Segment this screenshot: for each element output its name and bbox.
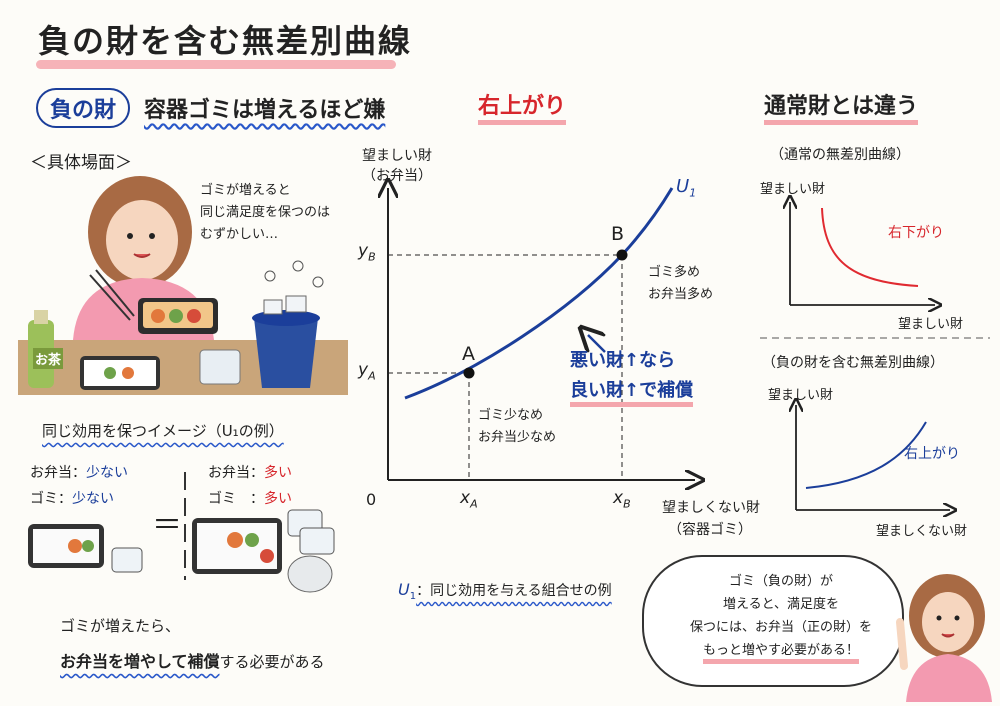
indifference-curve-u1	[404, 187, 674, 400]
face	[106, 200, 178, 280]
point-b-marker	[616, 249, 628, 261]
left-heading: 容器ゴミは増えるほど嫌	[144, 92, 385, 124]
normal-y-label: 望ましい財	[760, 182, 826, 197]
callout-line-2: 良い財↑で補償	[570, 380, 694, 407]
left-trash-label: ゴミ：	[30, 491, 72, 507]
tick-xa: xA	[460, 488, 478, 510]
tick-ya-sub: A	[368, 369, 376, 383]
negative-curve	[805, 421, 927, 489]
normal-x-label: 望ましい財	[898, 317, 964, 332]
left-heading-text: 容器ゴミは増えるほど嫌	[144, 98, 386, 123]
right-heading: 通常財とは違う	[764, 88, 919, 125]
left-trash-value: 少ない	[72, 491, 114, 507]
y-axis-label-line1: 望ましい財	[362, 148, 432, 164]
x-axis-label-line2: （容器ゴミ）	[668, 522, 752, 538]
point-a-note-1: ゴミ少なめ	[478, 408, 544, 423]
point-a-note: ゴミ少なめ お弁当少なめ	[478, 405, 556, 449]
negative-curve-title: （負の財を含む無差別曲線）	[762, 355, 944, 371]
thought-text: ゴミが増えると 同じ満足度を保つのは むずかしい…	[200, 180, 330, 246]
origin-label: 0	[366, 490, 377, 509]
curve-u1-label: U1	[676, 176, 696, 200]
bubble-line-4: もっと増やす必要がある！	[702, 643, 859, 664]
point-b-label: B	[611, 223, 625, 245]
point-b-note-2: お弁当多め	[648, 287, 714, 302]
bubble-line-1: ゴミ（負の財）が	[728, 574, 833, 589]
legend-u-letter: U	[398, 580, 410, 599]
point-b-note-1: ゴミ多め	[648, 265, 701, 280]
normal-curve-label: 右下がり	[888, 225, 944, 241]
legend-u-sub: 1	[409, 590, 417, 602]
bubble-line-3: 保つには、お弁当（正の財）を	[689, 620, 872, 635]
callout-line-1: 悪い財↑なら	[570, 350, 676, 371]
speech-bubble	[642, 555, 904, 687]
left-bento-label: お弁当：	[30, 465, 86, 481]
thought-line-1: ゴミが増えると	[200, 183, 291, 198]
compensation-callout: 悪い財↑なら 良い財↑で補償	[570, 346, 694, 407]
utility-image-caption-text: 同じ効用を保つイメージ（U₁の例）	[42, 422, 284, 440]
right-heading-text: 通常財とは違う	[764, 94, 919, 125]
curve-u1-sub: 1	[689, 186, 697, 200]
eating-scene-illustration	[18, 176, 348, 395]
bubble-line-2: 増えると、満足度を	[722, 597, 840, 612]
center-heading: 右上がり	[478, 88, 567, 125]
tick-xb: xB	[613, 488, 631, 510]
point-a-marker	[463, 367, 475, 379]
left-bento-value: 少ない	[86, 465, 128, 481]
left-case-labels: お弁当：少ない ゴミ：少ない	[30, 460, 128, 512]
y-axis-label-line2: （お弁当）	[362, 168, 432, 184]
right-trash-value: 多い	[264, 491, 292, 507]
page-title: 負の財を含む無差別曲線	[38, 22, 413, 60]
legend-text: ：同じ効用を与える組合せの例	[416, 583, 612, 599]
negative-y-label: 望ましい財	[768, 388, 834, 403]
tick-yb-letter: y	[358, 241, 369, 261]
tick-ya: yA	[358, 360, 376, 382]
point-a-note-2: お弁当少なめ	[478, 430, 557, 445]
point-a-label: A	[462, 343, 475, 365]
scene-label: ＜具体場面＞	[30, 153, 132, 173]
curve-u1-letter: U	[676, 176, 690, 197]
x-axis-label: 望ましくない財 （容器ゴミ）	[662, 497, 760, 541]
presenter-illustration	[896, 574, 992, 702]
negative-curve-label: 右上がり	[904, 446, 960, 462]
right-bento-value: 多い	[264, 465, 292, 481]
center-heading-text: 右上がり	[478, 94, 567, 125]
conclusion-tail: する必要がある	[219, 653, 325, 671]
tick-xb-letter: x	[613, 488, 624, 508]
normal-curve-title: （通常の無差別曲線）	[770, 147, 910, 163]
right-case-labels: お弁当：多い ゴミ ：多い	[208, 460, 292, 512]
upward-indifference-curve-chart	[350, 140, 730, 550]
normal-curve	[821, 207, 919, 287]
tick-ya-letter: y	[358, 360, 369, 380]
bento-comparison-illustration	[28, 472, 335, 593]
conclusion-line-1: ゴミが増えたら、	[60, 617, 181, 635]
equals-sign: ＝	[152, 508, 182, 543]
u1-legend: U1：同じ効用を与える組合せの例	[398, 580, 612, 602]
utility-image-caption: 同じ効用を保つイメージ（U₁の例）	[42, 420, 284, 441]
tick-xa-sub: A	[470, 497, 478, 511]
y-axis-label: 望ましい財 （お弁当）	[362, 146, 432, 186]
speech-bubble-text: ゴミ（負の財）が 増えると、満足度を 保つには、お弁当（正の財）を もっと増やす…	[676, 570, 886, 664]
right-bento-label: お弁当：	[208, 465, 264, 481]
negative-x-label: 望ましくない財	[876, 524, 968, 539]
tea-label: お茶	[33, 348, 64, 369]
tick-xa-letter: x	[460, 488, 471, 508]
right-trash-label: ゴミ ：	[208, 491, 264, 507]
negative-good-badge: 負の財	[36, 88, 131, 128]
trash-can	[254, 318, 318, 388]
conclusion-highlight: お弁当を増やして補償	[60, 652, 220, 671]
tick-yb-sub: B	[368, 250, 376, 264]
x-axis-label-line1: 望ましくない財	[662, 500, 760, 516]
callout-arrow	[588, 335, 606, 353]
thought-line-2: 同じ満足度を保つのは	[200, 205, 331, 220]
title-underline	[36, 60, 396, 69]
comparison-charts	[760, 190, 990, 520]
thought-line-3: むずかしい…	[200, 227, 279, 242]
tick-yb: yB	[358, 241, 376, 263]
tick-xb-sub: B	[623, 497, 631, 511]
point-b-note: ゴミ多め お弁当多め	[648, 262, 713, 306]
conclusion-line-2: お弁当を増やして補償する必要がある	[60, 648, 325, 672]
